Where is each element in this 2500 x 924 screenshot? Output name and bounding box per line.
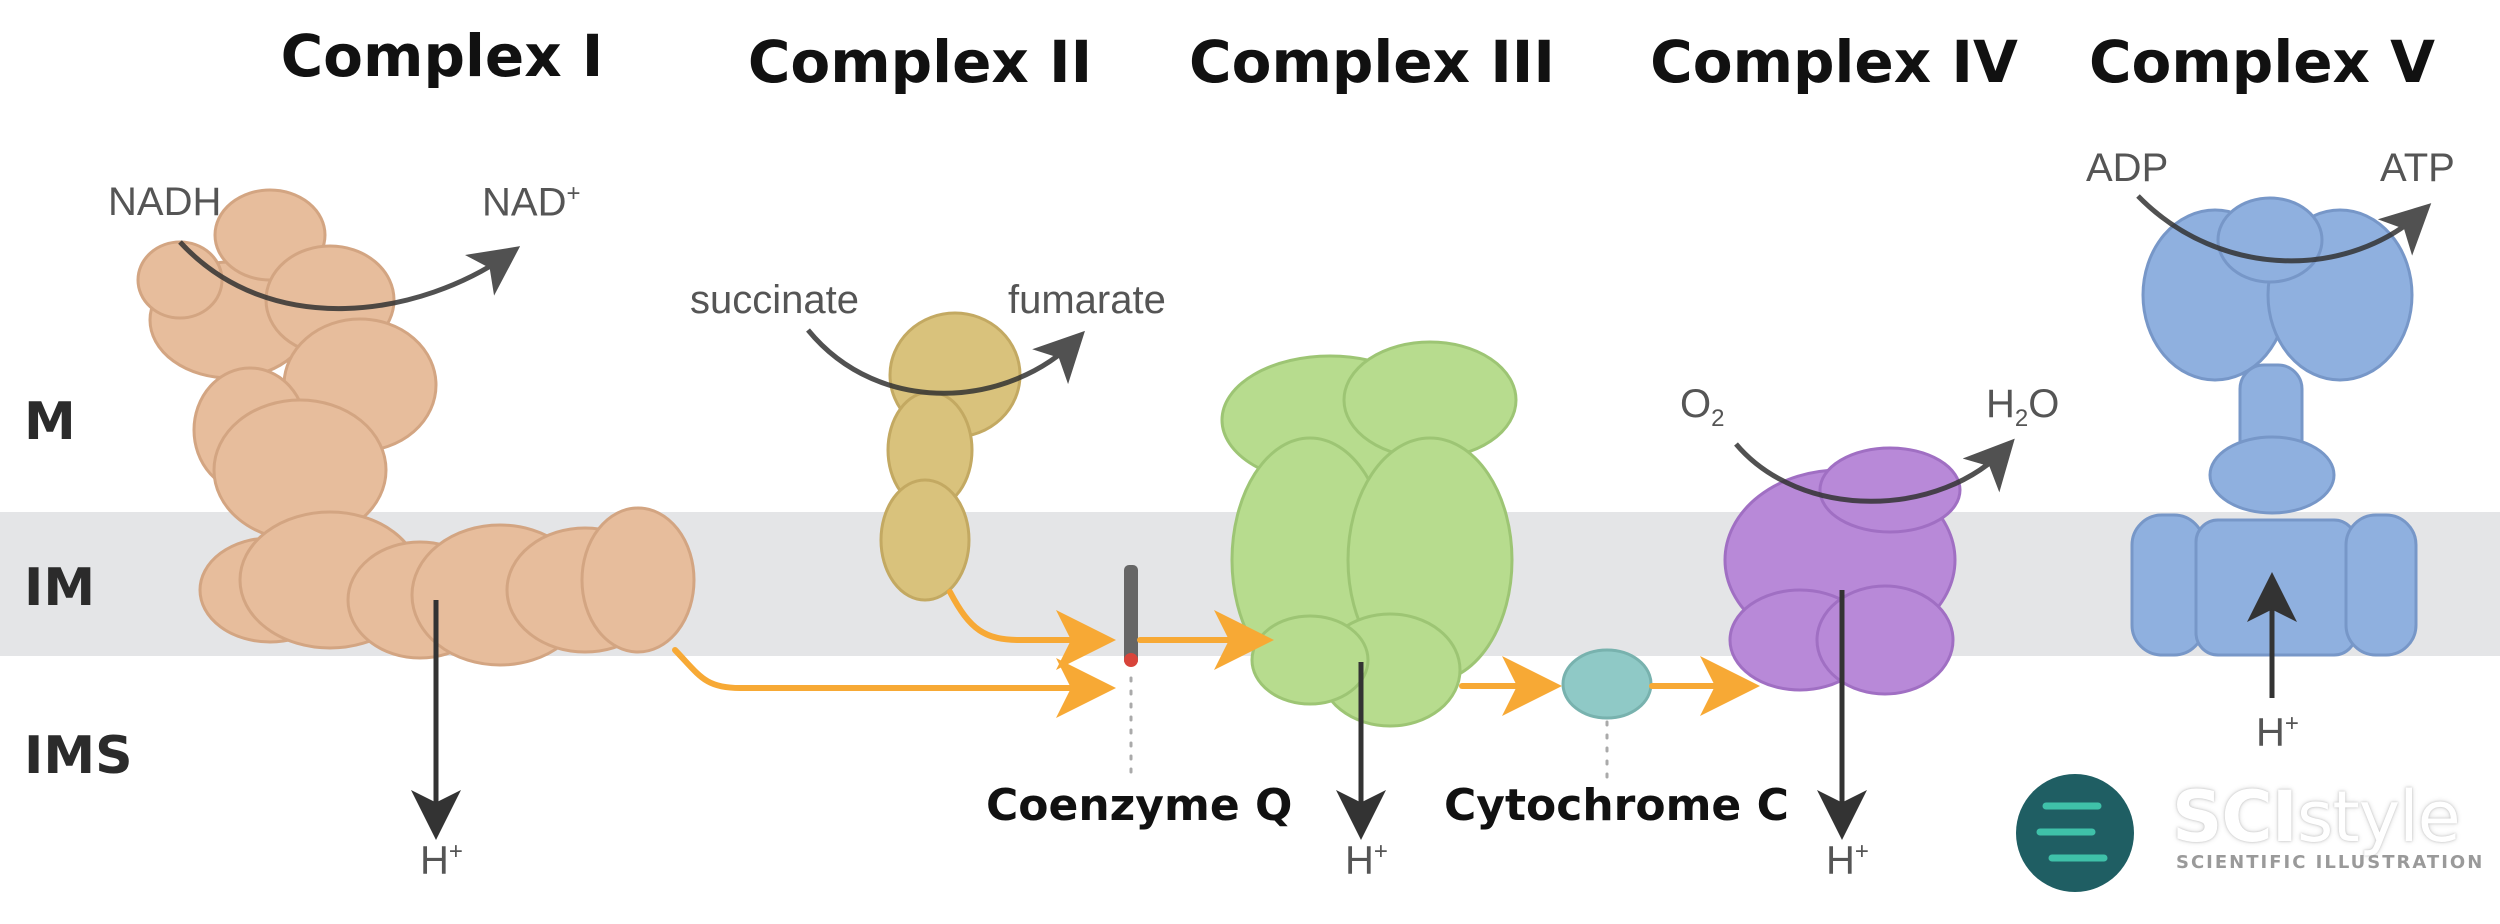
proton-label-complex-3: H+ (1345, 838, 1388, 883)
complex-5-substrate: ADP (2086, 146, 2169, 190)
brand-wordmark: SCIstyle (2172, 776, 2461, 858)
coenzyme-q-shape (1124, 565, 1138, 667)
proton-label-complex-1: H+ (420, 838, 463, 883)
complex-5-product: ATP (2380, 146, 2455, 190)
complex-4-title: Complex IV (1650, 28, 2018, 96)
complex-1-substrate: NADH (108, 180, 222, 224)
complex-2-title: Complex II (747, 28, 1093, 96)
reaction-arrow-complex2 (806, 328, 1085, 396)
complex-2-product: fumarate (1008, 278, 1166, 322)
complex-1-product: NAD+ (482, 180, 581, 225)
complex-4-substrate: O2 (1680, 382, 1725, 432)
region-label-intermembrane-space: IMS (24, 726, 133, 786)
complex-4-shape (1723, 446, 1962, 696)
proton-label-complex-4: H+ (1826, 838, 1869, 883)
complex-2-shape (879, 311, 1022, 602)
complex-2-substrate: succinate (690, 278, 859, 322)
electron-flow-arrows (672, 589, 1760, 718)
proton-arrows (411, 572, 2297, 840)
region-label-inner-membrane: IM (24, 558, 96, 618)
logo-mark (2036, 802, 2108, 862)
complex-4-product: H2O (1986, 382, 2060, 432)
proton-label-complex-5: H+ (2256, 710, 2299, 755)
region-label-matrix: M (24, 392, 76, 452)
cytochrome-c-label: Cytochrome C (1444, 780, 1789, 831)
reaction-arrows (178, 194, 2432, 504)
electron-arrow-complex1-to-q (672, 647, 1116, 718)
complex-5-title: Complex V (2088, 28, 2436, 96)
complex-1-title: Complex I (280, 22, 604, 90)
brand-tagline: SCIENTIFIC ILLUSTRATION (2176, 852, 2485, 873)
coenzyme-q-label: Coenzyme Q (986, 780, 1293, 831)
reaction-arrow-complex1 (178, 240, 521, 311)
electron-arrow-complex2-to-q (947, 589, 1116, 670)
complex-1-shape (136, 188, 696, 667)
complex-3-title: Complex III (1189, 28, 1555, 96)
reaction-arrow-complex4 (1734, 438, 2015, 504)
reaction-arrow-complex5 (2136, 194, 2432, 264)
